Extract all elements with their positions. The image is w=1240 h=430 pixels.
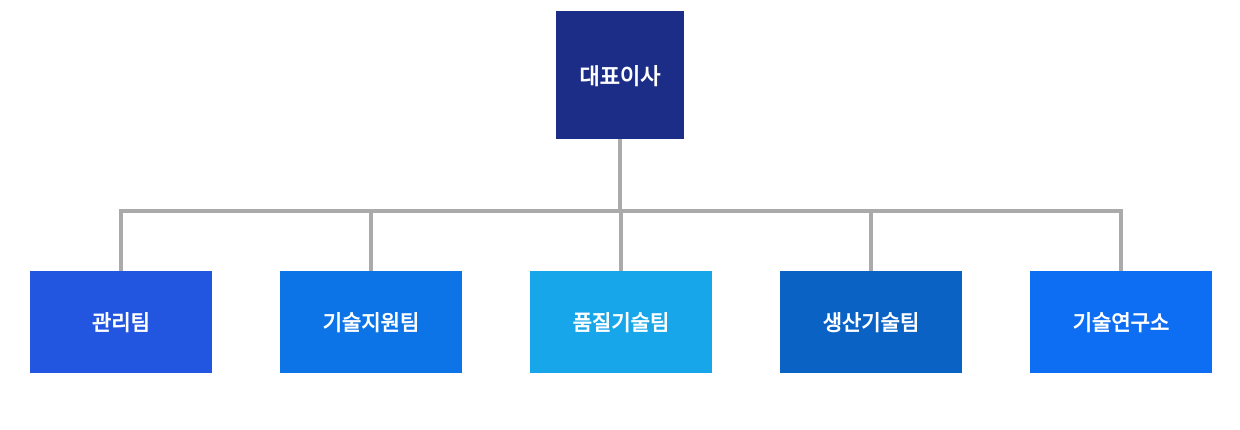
org-node-label: 기술연구소 [1072,312,1170,335]
connector-drop-4 [869,209,873,271]
connector-drop-2 [369,209,373,271]
connector-drop-5 [1119,209,1123,271]
org-node-management-team: 관리팀 [30,271,212,373]
org-node-tech-research-institute: 기술연구소 [1030,271,1212,373]
org-node-quality-tech-team: 품질기술팀 [530,271,712,373]
org-node-label: 품질기술팀 [572,312,670,335]
org-node-label: 관리팀 [92,312,150,335]
org-node-production-tech-team: 생산기술팀 [780,271,962,373]
org-node-label: 생산기술팀 [822,312,920,335]
org-node-ceo: 대표이사 [556,11,684,139]
connector-drop-3 [619,209,623,271]
connector-drop-1 [119,209,123,271]
org-node-label: 기술지원팀 [322,312,420,335]
connector-root-stem [618,139,622,209]
org-node-ceo-label: 대표이사 [579,64,661,89]
org-node-tech-support-team: 기술지원팀 [280,271,462,373]
